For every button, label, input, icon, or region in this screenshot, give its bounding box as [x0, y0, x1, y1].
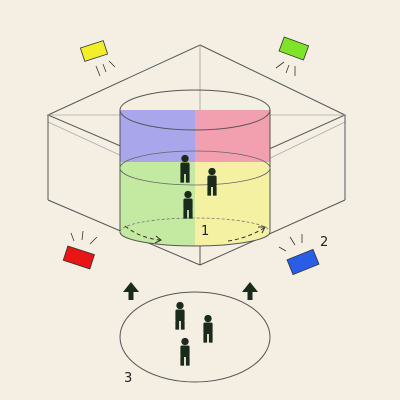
- projector-green: [275, 36, 310, 76]
- projection-cylinder: [119, 89, 271, 247]
- arrow-up-icon: [242, 282, 258, 300]
- projector-red: [62, 230, 98, 270]
- arrow-up-icon: [123, 282, 139, 300]
- quadrant-top-right: [195, 110, 270, 162]
- circulation-arrows: [124, 225, 266, 244]
- label-projector: 2: [320, 235, 328, 250]
- label-room: 1: [201, 224, 209, 239]
- waiting-area: [119, 291, 271, 383]
- projector-blue: [278, 234, 320, 276]
- person-icon: [175, 301, 185, 330]
- label-waiting-area: 3: [124, 371, 132, 386]
- projector-yellow: [79, 40, 116, 77]
- entry-arrows: [123, 282, 258, 300]
- person-icon: [203, 314, 213, 343]
- projector-icon: [286, 248, 320, 276]
- projector-icon: [79, 40, 109, 62]
- projector-icon: [278, 36, 310, 61]
- person-icon: [180, 337, 190, 366]
- projector-icon: [62, 245, 95, 270]
